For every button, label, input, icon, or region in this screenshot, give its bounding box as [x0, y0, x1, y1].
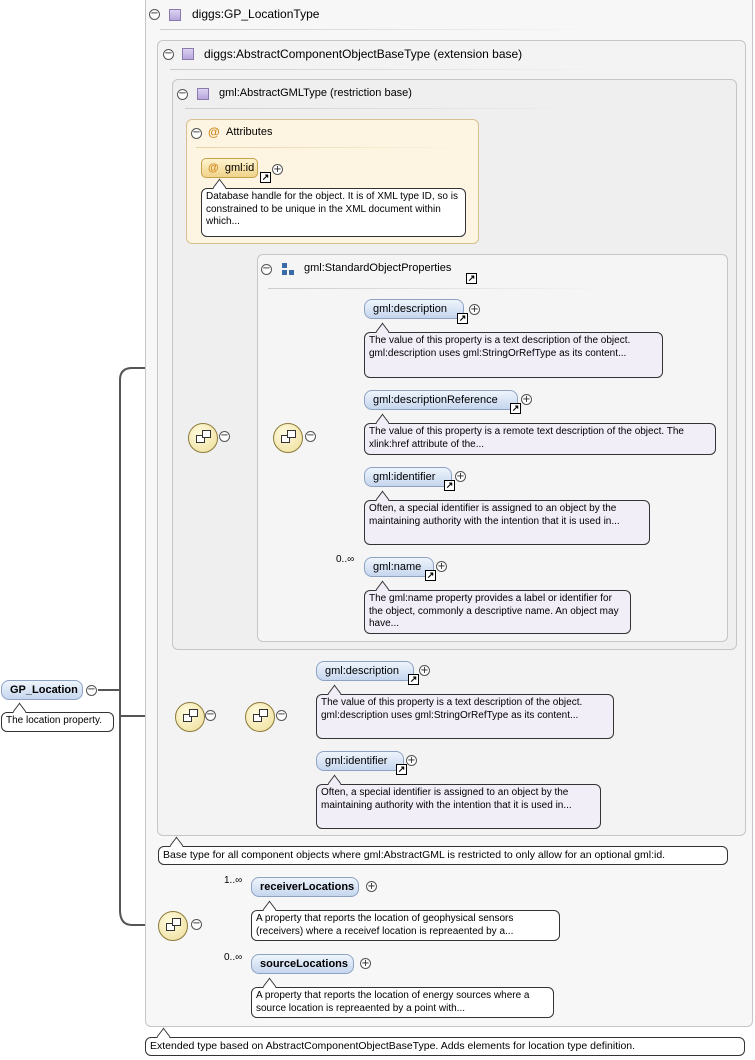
element-name[interactable]: gml:name: [364, 557, 434, 577]
collapse-button[interactable]: −: [276, 709, 287, 721]
collapse-button[interactable]: −: [163, 48, 174, 60]
element-identifier[interactable]: gml:identifier: [316, 751, 404, 771]
attribute-gml-id[interactable]: @ gml:id: [201, 158, 258, 178]
sequence-compositor-icon[interactable]: [175, 702, 205, 732]
complex-type-icon: [182, 48, 194, 60]
reference-arrow-icon[interactable]: ↗: [260, 172, 271, 183]
collapse-button[interactable]: −: [305, 430, 316, 442]
element-description[interactable]: gml:description: [364, 299, 464, 319]
collapse-button[interactable]: −: [205, 709, 216, 721]
expand-button[interactable]: +: [366, 881, 377, 892]
divider: [196, 147, 466, 148]
collapse-button[interactable]: −: [86, 684, 97, 696]
element-source-locations[interactable]: sourceLocations: [251, 954, 354, 974]
type-doc: Extended type based on AbstractComponent…: [145, 1037, 745, 1056]
expand-button[interactable]: +: [521, 394, 532, 405]
collapse-button[interactable]: −: [219, 430, 230, 442]
element-doc: Often, a special identifier is assigned …: [316, 784, 601, 829]
reference-arrow-icon[interactable]: ↗: [408, 674, 419, 685]
occurrence-label: 1..∞: [224, 875, 243, 886]
attribute-icon: @: [208, 125, 220, 139]
element-doc: A property that reports the location of …: [251, 910, 560, 941]
occurrence-label: 0..∞: [336, 554, 355, 565]
element-doc: The gml:name property provides a label o…: [364, 590, 631, 634]
element-receiver-locations[interactable]: receiverLocations: [251, 877, 359, 897]
sequence-compositor-icon[interactable]: [158, 911, 188, 941]
expand-button[interactable]: +: [455, 471, 466, 482]
reference-arrow-icon[interactable]: ↗: [444, 480, 455, 491]
occurrence-label: 0..∞: [224, 952, 243, 963]
element-doc: The value of this property is a text des…: [316, 694, 614, 739]
reference-arrow-icon[interactable]: ↗: [457, 313, 468, 324]
complex-type-icon: [169, 9, 181, 21]
attribute-name: gml:id: [224, 162, 255, 174]
collapse-button[interactable]: −: [261, 263, 272, 275]
collapse-button[interactable]: −: [191, 918, 202, 930]
base-type-doc: Base type for all component objects wher…: [158, 846, 728, 865]
reference-arrow-icon[interactable]: ↗: [466, 273, 477, 284]
collapse-button[interactable]: −: [149, 8, 160, 20]
divider: [170, 69, 610, 70]
element-doc: A property that reports the location of …: [251, 987, 554, 1018]
element-description[interactable]: gml:description: [316, 661, 414, 681]
base-type-title: diggs:AbstractComponentObjectBaseType (e…: [204, 47, 523, 61]
complex-type-icon: [197, 88, 209, 100]
attribute-icon: @: [208, 162, 219, 174]
divider: [268, 288, 608, 289]
divider: [185, 108, 585, 109]
element-identifier[interactable]: gml:identifier: [364, 467, 452, 487]
expand-button[interactable]: +: [436, 561, 447, 572]
expand-button[interactable]: +: [360, 958, 371, 969]
expand-button[interactable]: +: [419, 665, 430, 676]
root-element-gp-location[interactable]: GP_Location: [1, 680, 83, 700]
reference-arrow-icon[interactable]: ↗: [510, 403, 521, 414]
collapse-button[interactable]: −: [177, 88, 188, 100]
sequence-compositor-icon[interactable]: [273, 423, 303, 453]
root-element-doc: The location property.: [1, 712, 114, 732]
group-title: gml:StandardObjectProperties: [304, 262, 452, 274]
sequence-compositor-icon[interactable]: [188, 423, 218, 453]
element-description-reference[interactable]: gml:descriptionReference: [364, 390, 518, 410]
attributes-title: Attributes: [226, 126, 273, 138]
element-doc: The value of this property is a text des…: [364, 332, 663, 378]
sequence-compositor-icon[interactable]: [245, 702, 275, 732]
expand-button[interactable]: +: [469, 304, 480, 315]
reference-arrow-icon[interactable]: ↗: [396, 764, 407, 775]
collapse-button[interactable]: −: [191, 127, 202, 139]
reference-arrow-icon[interactable]: ↗: [425, 570, 436, 581]
expand-button[interactable]: +: [272, 164, 283, 175]
expand-button[interactable]: +: [406, 755, 417, 766]
element-doc: The value of this property is a remote t…: [364, 423, 716, 455]
gml-type-title: gml:AbstractGMLType (restriction base): [219, 87, 412, 99]
type-title: diggs:GP_LocationType: [192, 7, 320, 21]
group-icon: [282, 263, 294, 275]
attribute-doc: Database handle for the object. It is of…: [201, 188, 466, 237]
divider: [160, 29, 600, 30]
element-doc: Often, a special identifier is assigned …: [364, 500, 650, 545]
